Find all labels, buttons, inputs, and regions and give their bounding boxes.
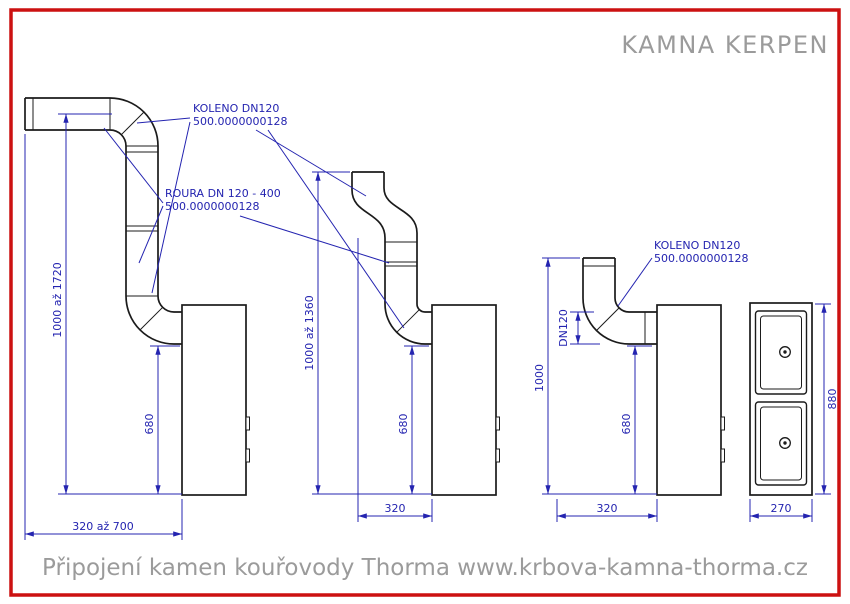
stove-hinge <box>495 448 500 463</box>
dimension-label: DN120 <box>557 309 570 347</box>
part-label-roura-line2: 500.0000000128 <box>165 200 259 213</box>
stove-body-side-view <box>181 304 247 496</box>
dimension-front-width: 270 <box>749 499 813 522</box>
drawing-left-stove <box>24 97 250 496</box>
dimension-right-flue-height: 680 <box>620 345 652 495</box>
part-label-koleno-right-line2: 500.0000000128 <box>654 252 748 265</box>
part-label-koleno-left-line2: 500.0000000128 <box>193 115 287 128</box>
elbow-seam-line <box>120 111 145 136</box>
flue-pipe-outline <box>582 258 657 345</box>
footer-caption: Připojení kamen kouřovody Thorma www.krb… <box>42 555 808 581</box>
dimension-left-total-height: 1000 až 1720 <box>51 113 182 495</box>
drawing-right-stove <box>582 257 725 496</box>
dimension-middle-total-height: 1000 až 1360 <box>303 171 432 495</box>
dimension-front-height: 880 <box>815 303 839 495</box>
stove-hinge <box>720 416 725 431</box>
drawing-middle-stove <box>351 171 500 496</box>
elbow-seam-line <box>596 307 620 331</box>
dimension-label: 880 <box>826 389 839 410</box>
upper-door-window <box>760 315 802 390</box>
stove-hinge <box>245 448 250 463</box>
lower-door-window <box>760 406 802 481</box>
page-border <box>9 8 841 597</box>
stove-hinge <box>495 416 500 431</box>
dimension-label: 320 až 700 <box>72 520 134 533</box>
dimension-label: 1000 <box>533 364 546 392</box>
stove-hinge <box>245 416 250 431</box>
dimension-label: 320 <box>385 502 406 515</box>
stove-body-side-view <box>431 304 497 496</box>
flue-pipe-outline <box>614 258 657 313</box>
elbow-seam-line <box>396 309 420 333</box>
part-label-koleno-right-line1: KOLENO DN120 <box>654 239 740 252</box>
elbow-seam-line <box>139 306 164 331</box>
part-label-roura-line1: ROURA DN 120 - 400 <box>165 187 281 200</box>
dimension-label: 270 <box>771 502 792 515</box>
page-title: KAMNA KERPEN <box>621 31 829 59</box>
drawing-front-view <box>749 302 813 496</box>
dimension-label: 1000 až 1720 <box>51 262 64 338</box>
leader-line <box>151 121 191 294</box>
leader-line <box>617 257 653 307</box>
dimension-right-depth: 320 <box>556 499 658 522</box>
dimension-left-flue-height: 680 <box>143 345 180 495</box>
flue-pipe-outline <box>351 172 432 345</box>
stove-hinge <box>720 448 725 463</box>
dimension-middle-depth: 320 <box>357 238 433 522</box>
stove-body-side-view <box>656 304 722 496</box>
dimension-left-depth: 320 až 700 <box>24 134 183 540</box>
leader-line <box>103 127 164 204</box>
leader-line <box>136 117 191 124</box>
dimension-label: 320 <box>597 502 618 515</box>
dimension-label: 680 <box>397 414 410 435</box>
dimension-label: 680 <box>620 414 633 435</box>
leader-line <box>239 215 390 264</box>
dimension-label: 1000 až 1360 <box>303 295 316 371</box>
leader-lines <box>103 117 653 329</box>
upper-door-handle-pin <box>783 350 787 354</box>
leader-line <box>138 205 164 264</box>
dimension-middle-flue-height: 680 <box>397 345 429 495</box>
dimension-right-pipe-diameter: DN120 <box>557 309 600 347</box>
dimension-right-total-height: 1000 <box>533 257 657 495</box>
lower-door-handle-pin <box>783 441 787 445</box>
part-label-koleno-left-line1: KOLENO DN120 <box>193 102 279 115</box>
leader-line <box>255 129 367 197</box>
flue-pipe-outline <box>383 172 432 313</box>
flue-pipe-outline <box>25 97 182 313</box>
flue-pipe-outline <box>25 129 182 345</box>
dimension-label: 680 <box>143 414 156 435</box>
leader-line <box>267 129 405 329</box>
